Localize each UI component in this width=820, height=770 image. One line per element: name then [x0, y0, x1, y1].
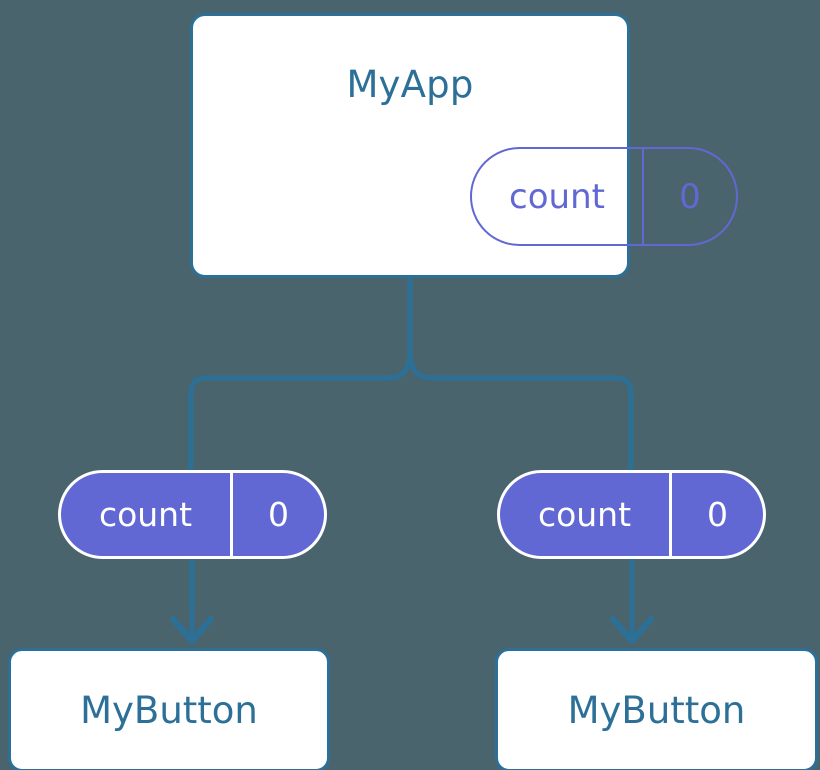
- state-pill-root[interactable]: count 0: [470, 147, 738, 246]
- component-title-mybutton-2: MyButton: [567, 688, 746, 732]
- state-pill-root-key: count: [472, 149, 644, 244]
- state-pill-root-value: 0: [679, 176, 701, 217]
- component-title-myapp: MyApp: [346, 63, 474, 106]
- state-pill-child-2-value: 0: [707, 495, 728, 534]
- state-pill-child-1[interactable]: count 0: [58, 470, 327, 559]
- state-pill-child-1-key: count: [61, 473, 233, 556]
- component-card-myapp[interactable]: MyApp count 0: [190, 13, 738, 278]
- branch-right-line: [407, 349, 634, 475]
- state-pill-child-2[interactable]: count 0: [497, 470, 766, 559]
- component-card-mybutton-2[interactable]: MyButton: [495, 648, 818, 770]
- component-card-mybutton-1[interactable]: MyButton: [8, 648, 330, 770]
- leaf-arrow-right-head: [610, 616, 654, 644]
- state-pill-child-1-value: 0: [268, 495, 289, 534]
- state-pill-child-2-key: count: [500, 473, 672, 556]
- component-title-mybutton-1: MyButton: [80, 688, 258, 732]
- branch-left-line: [188, 349, 413, 475]
- leaf-arrow-left-head: [170, 616, 214, 644]
